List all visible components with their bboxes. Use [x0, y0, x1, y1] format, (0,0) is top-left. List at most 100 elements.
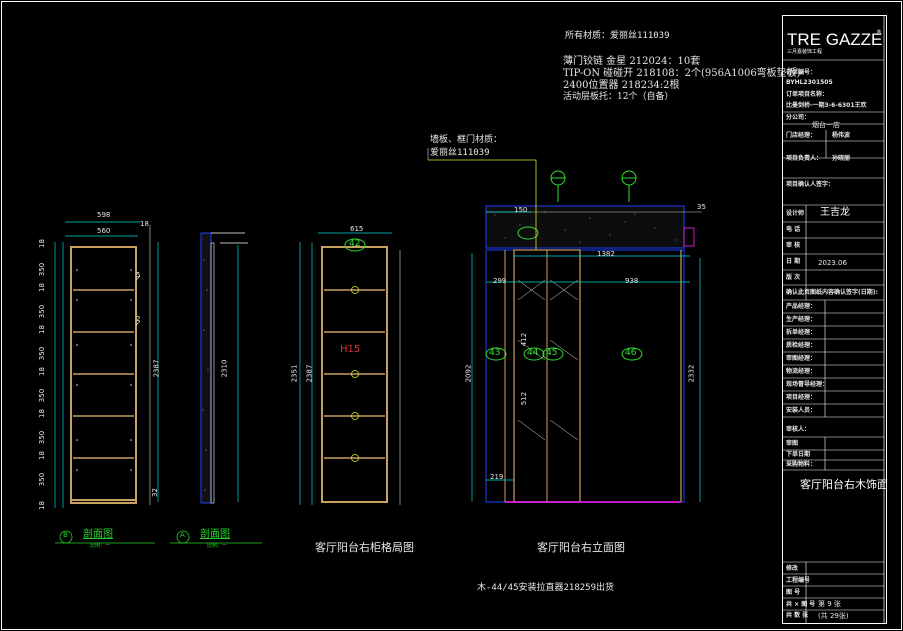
drawing-number-label: 图 号	[786, 589, 801, 596]
dim-side: 18	[37, 409, 46, 418]
panel-material-value: 爱丽丝111039	[430, 148, 490, 158]
title-block-grid	[783, 59, 884, 623]
order-number-value: BYHL2301505	[786, 79, 833, 86]
dim-150: 150	[514, 206, 528, 214]
project-name-value: 比曼剑桥-一期3-6-6301王欢	[786, 102, 867, 109]
dim-299: 299	[493, 277, 507, 285]
signature-row: 质检经理：	[786, 342, 817, 349]
dim-35: 35	[697, 203, 706, 211]
dim-side: 350	[38, 388, 47, 403]
drawing-review-label: 审图	[786, 440, 799, 447]
revision-label: 修改	[786, 565, 799, 572]
dim-1382: 1382	[597, 250, 615, 258]
tag-46: 46	[625, 348, 637, 358]
dim-598: 598	[97, 211, 111, 219]
signature-row: 安装人员：	[786, 407, 817, 414]
dim-side: 18	[37, 283, 46, 292]
dim-2387-b: 2387	[305, 364, 314, 383]
panel-material-label: 墙板、框门材质：	[430, 135, 503, 145]
sheet-title: 客厅阳台右木饰面	[800, 478, 888, 491]
dim-side: 18	[37, 325, 46, 334]
dim-side: 350	[38, 472, 47, 487]
dim-938: 938	[625, 277, 639, 285]
grid-layout-cabinet	[299, 232, 401, 505]
brand-logo: TRE GAZZE	[787, 30, 883, 49]
tag-43: 43	[489, 348, 501, 358]
grid-layout-title: 客厅阳台右柜格局图	[315, 541, 414, 554]
signature-row: 产品经理：	[786, 303, 817, 310]
sheet-number-value: 第 9 张	[818, 600, 841, 608]
callout-2: 2	[136, 315, 141, 323]
section-b-title: 剖面图	[83, 529, 113, 540]
dim-side: 18	[37, 501, 46, 510]
project-lead-value: 孙晓丽	[832, 155, 851, 162]
procurement-label: 采购物料：	[786, 461, 817, 468]
signature-row: 生产经理：	[786, 316, 817, 323]
h15-label: H15	[340, 344, 361, 355]
project-number-label: 工程编号	[786, 577, 811, 584]
registered-mark-icon: ®	[876, 29, 882, 36]
dim-2310: 2310	[220, 359, 229, 378]
hinge-note: 薄门铰链 金星 212024：10套	[563, 56, 701, 67]
callout-5: 5	[136, 271, 141, 279]
dim-side: 18	[37, 451, 46, 460]
version-label: 版 次	[786, 274, 801, 281]
dim-2351: 2351	[290, 364, 299, 383]
tag-42: 42	[349, 239, 361, 249]
dim-side: 350	[38, 346, 47, 361]
shelf-support-note: 活动层板托：12个（自备）	[563, 92, 674, 102]
signature-row: 项目经理：	[786, 394, 817, 401]
section-a-letter: A	[180, 531, 185, 539]
dim-side: 350	[38, 262, 47, 277]
title-block-border	[782, 15, 887, 624]
dim-2092: 2092	[464, 364, 473, 383]
order-number-label: 订单编号：	[786, 69, 817, 76]
positioner-note: 2400位置器 218234:2根	[563, 80, 680, 91]
dim-615: 615	[350, 225, 364, 233]
designer-label: 设计师	[786, 210, 805, 217]
date-label: 日 期	[786, 258, 801, 265]
project-lead-label: 项目负责人：	[786, 155, 823, 162]
dim-side: 18	[37, 367, 46, 376]
store-manager-value: 杨伟波	[832, 132, 851, 139]
project-name-label: 订单项目名称：	[786, 91, 829, 98]
confirm-signature-label: 项目确认人签字：	[786, 181, 835, 188]
branch-label: 分公司：	[786, 114, 811, 121]
signature-row: 确认此页图纸内容确认签字(日期):	[786, 289, 878, 296]
right-elevation	[427, 148, 702, 503]
signature-row: 拆单经理：	[786, 329, 817, 336]
store-manager-label: 门店经理：	[786, 132, 817, 139]
right-elevation-title: 客厅阳台右立面图	[537, 541, 625, 554]
section-a-title: 剖面图	[200, 529, 230, 540]
dim-side: 350	[38, 430, 47, 445]
dim-560: 560	[97, 227, 111, 235]
date-value: 2023.06	[818, 259, 847, 267]
reviewer-label: 审核人：	[786, 426, 811, 433]
brand-logo-sub: 三月嘉装饰工程	[787, 49, 823, 55]
total-sheets-label: 共 数 张	[786, 612, 809, 619]
review-label: 审 核	[786, 242, 801, 249]
section-a-profile	[200, 232, 248, 504]
signature-row: 物流经理：	[786, 368, 817, 375]
signature-row: 审图经理：	[786, 355, 817, 362]
sheet-count-label: 共 × 图 号	[786, 601, 816, 608]
section-b-cabinet	[54, 221, 159, 508]
bottom-note: 木-44/45安装拉直器218259出货	[477, 583, 615, 593]
dim-side: 18	[37, 239, 46, 248]
section-a-scale: 比例：一	[207, 543, 228, 549]
tipon-note: TIP-ON 碰碰开 218108：2个(956A1006弯板垫板)	[563, 68, 801, 79]
dim-2387-a: 2387	[152, 359, 161, 378]
dim-side: 350	[38, 304, 47, 319]
dim-512: 512	[520, 391, 529, 406]
designer-value: 王吉龙	[820, 207, 850, 218]
dim-32: 32	[150, 488, 159, 497]
section-b-scale: 比例：一	[90, 543, 111, 549]
material-note: 所有材质：爱丽丝111039	[565, 31, 670, 41]
tag-45: 45	[546, 348, 558, 358]
total-sheets-value: (共 29张)	[818, 612, 849, 620]
order-date-label: 下单日期	[786, 451, 811, 458]
branch-value: 烟台一店	[812, 121, 840, 129]
signature-row: 现场督导经理：	[786, 381, 829, 388]
